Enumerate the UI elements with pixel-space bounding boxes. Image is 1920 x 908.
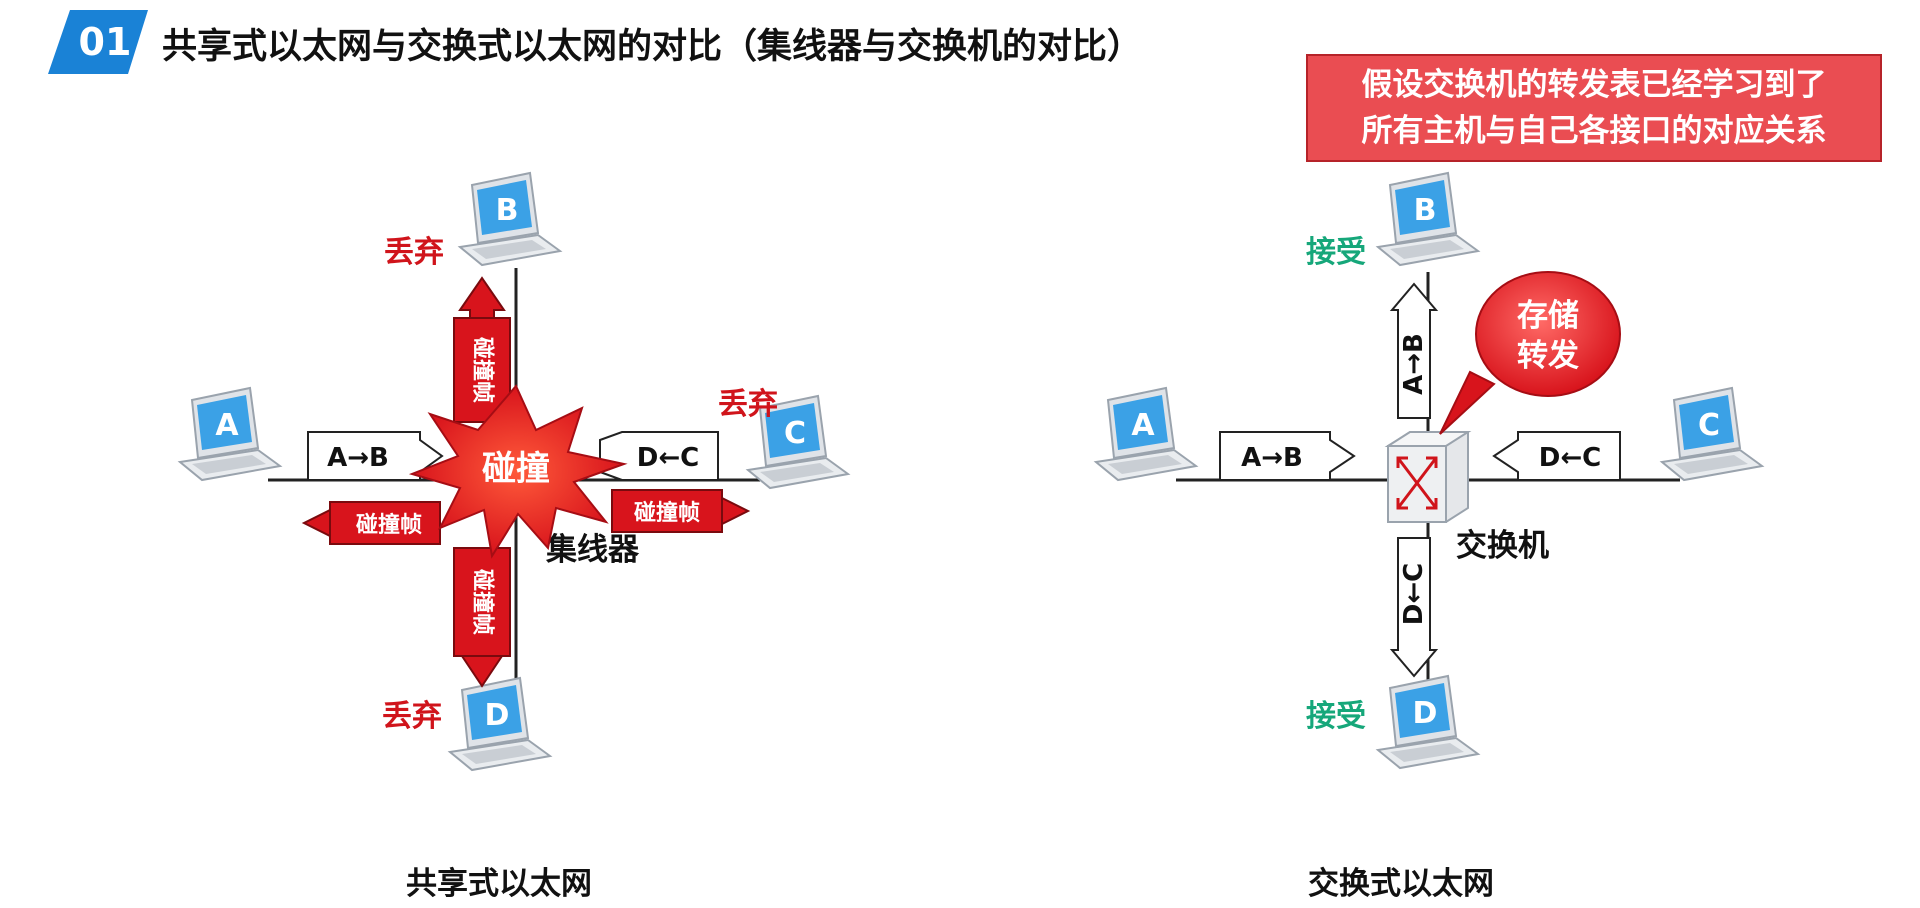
collision-frame-down: 碰撞帧 [453, 547, 511, 688]
svg-text:碰撞帧: 碰撞帧 [470, 569, 496, 635]
host-d-laptop-switched: D [1377, 675, 1479, 769]
collision-label: 碰撞 [482, 449, 550, 489]
switch-arrows-icon [1396, 456, 1438, 510]
host-a-label-switched: A [1131, 408, 1155, 443]
frame-d-from-c: D←C [599, 431, 719, 481]
switch-device [1384, 431, 1472, 523]
host-d-label-switched: D [1413, 696, 1438, 731]
host-c-label-switched: C [1698, 408, 1720, 443]
switch-label: 交换机 [1456, 528, 1549, 564]
frame-a-to-b-switched: A→B [1219, 431, 1356, 481]
svg-text:A→B: A→B [327, 443, 389, 473]
svg-text:碰撞帧: 碰撞帧 [356, 512, 422, 538]
collision-frame-right: 碰撞帧 [611, 489, 751, 533]
svg-text:A→B: A→B [1241, 443, 1303, 473]
accept-label-d: 接受 [1306, 699, 1366, 734]
bubble-line-1: 存储 [1517, 298, 1579, 334]
shared-ethernet-diagram: A B C D 集线器 A→B D←C 碰撞帧 [179, 172, 849, 771]
host-b-laptop-switched: B [1377, 172, 1479, 266]
drop-label-b: 丢弃 [384, 235, 444, 270]
svg-text:碰撞帧: 碰撞帧 [634, 500, 700, 526]
host-a-laptop-switched: A [1095, 387, 1197, 481]
frame-d-from-c-down-switched: D←C [1389, 537, 1439, 678]
section-number: 01 [78, 20, 132, 64]
host-c-label: C [784, 416, 806, 451]
svg-text:D←C: D←C [1539, 443, 1601, 473]
bubble-line-2: 转发 [1517, 338, 1579, 374]
shared-ethernet-caption: 共享式以太网 [406, 866, 592, 902]
host-a-laptop: A [179, 387, 281, 481]
switched-ethernet-diagram: A B C D 交换机 [1095, 172, 1763, 769]
hub-label: 集线器 [545, 532, 640, 568]
collision-frame-left: 碰撞帧 [301, 501, 441, 545]
collision-starburst: 碰撞 [408, 384, 628, 559]
frame-a-to-b-up-switched: A→B [1389, 282, 1439, 419]
host-c-laptop: C [747, 395, 849, 489]
svg-text:D←C: D←C [637, 443, 699, 473]
store-forward-bubble: 存储 转发 [1439, 271, 1621, 435]
switched-ethernet-caption: 交换式以太网 [1308, 866, 1494, 902]
note-line-2: 所有主机与自己各接口的对应关系 [1361, 113, 1827, 149]
collision-frame-up: 碰撞帧 [453, 276, 511, 423]
host-a-label: A [215, 408, 239, 443]
accept-label-b: 接受 [1306, 235, 1366, 270]
host-b-laptop: B [459, 172, 561, 266]
frame-a-to-b: A→B [307, 431, 444, 481]
assumption-note: 假设交换机的转发表已经学习到了 所有主机与自己各接口的对应关系 [1306, 54, 1882, 162]
drop-label-d: 丢弃 [382, 699, 442, 734]
host-d-label: D [485, 698, 510, 733]
drop-label-c: 丢弃 [718, 387, 778, 422]
svg-text:碰撞帧: 碰撞帧 [470, 337, 496, 403]
note-line-1: 假设交换机的转发表已经学习到了 [1361, 67, 1827, 103]
svg-text:A→B: A→B [1399, 333, 1429, 395]
svg-text:D←C: D←C [1399, 563, 1429, 625]
host-c-laptop-switched: C [1661, 387, 1763, 481]
host-b-label: B [496, 193, 519, 228]
host-b-label-switched: B [1414, 193, 1437, 228]
frame-d-from-c-switched: D←C [1492, 431, 1621, 481]
host-d-laptop: D [449, 677, 551, 771]
page-title: 共享式以太网与交换式以太网的对比（集线器与交换机的对比） [162, 27, 1143, 67]
section-badge [48, 10, 148, 74]
